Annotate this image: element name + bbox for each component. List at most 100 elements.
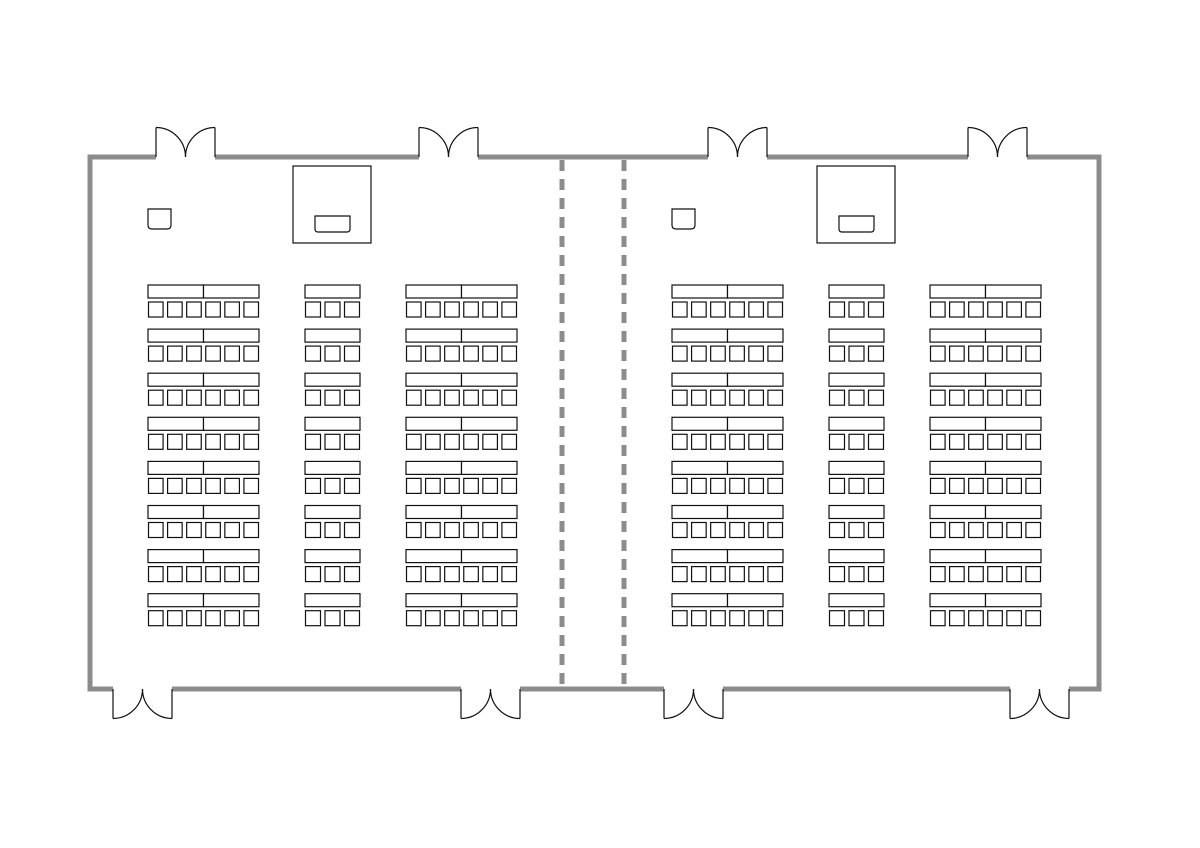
chair — [968, 477, 984, 494]
small-stand — [147, 208, 172, 230]
chair — [444, 345, 460, 362]
chair — [1025, 477, 1042, 494]
door-swing-arc — [460, 688, 492, 720]
seating-row — [929, 416, 1042, 450]
chair — [867, 565, 885, 583]
door-swing-arc — [112, 688, 144, 720]
chair — [224, 433, 241, 450]
chair — [828, 345, 846, 362]
chair — [690, 477, 707, 494]
chair — [929, 521, 946, 539]
chair — [501, 389, 518, 406]
table — [726, 328, 784, 343]
seating-row — [304, 416, 361, 450]
table — [460, 416, 518, 431]
chair — [671, 345, 688, 362]
table — [828, 284, 885, 299]
chair — [828, 477, 846, 494]
table — [726, 372, 784, 387]
chair — [848, 565, 865, 583]
chair — [205, 345, 221, 362]
chair — [463, 521, 479, 539]
chair — [205, 301, 221, 318]
chair — [224, 345, 241, 362]
table — [405, 416, 463, 431]
table — [726, 593, 784, 608]
table — [929, 460, 987, 475]
seating-row — [929, 328, 1042, 362]
table — [202, 328, 260, 343]
chair — [867, 433, 885, 450]
chair — [243, 477, 260, 494]
chair — [304, 345, 322, 362]
chair — [848, 433, 865, 450]
chair — [1025, 610, 1042, 627]
chair — [948, 610, 965, 627]
table — [202, 416, 260, 431]
table — [460, 548, 518, 564]
chair — [343, 345, 361, 362]
table — [984, 548, 1042, 564]
seating-row — [671, 548, 784, 583]
chair — [748, 610, 765, 627]
table — [460, 504, 518, 520]
table — [304, 328, 361, 343]
table — [147, 460, 205, 475]
table — [147, 504, 205, 520]
chair — [828, 301, 846, 318]
chair — [501, 610, 518, 627]
seating-row — [304, 593, 361, 627]
chair — [444, 477, 460, 494]
door-swing-arc — [184, 126, 216, 158]
chair — [848, 389, 865, 406]
chair — [482, 433, 499, 450]
small-stand — [671, 208, 696, 230]
chair — [710, 301, 726, 318]
table — [405, 460, 463, 475]
chair — [710, 345, 726, 362]
chair — [690, 521, 707, 539]
table — [202, 593, 260, 608]
chair — [424, 389, 441, 406]
seating-row — [828, 284, 885, 318]
table — [147, 284, 205, 299]
chair — [987, 301, 1003, 318]
chair — [444, 521, 460, 539]
table — [671, 548, 729, 564]
table — [147, 416, 205, 431]
chair — [186, 477, 202, 494]
chair — [147, 433, 164, 450]
chair — [767, 610, 784, 627]
chair — [1006, 345, 1023, 362]
chair — [948, 477, 965, 494]
furniture — [147, 165, 1042, 627]
chair — [304, 433, 322, 450]
chair — [405, 433, 422, 450]
chair — [767, 389, 784, 406]
door-swing-arc — [1038, 688, 1070, 720]
table — [405, 328, 463, 343]
seating-row — [929, 504, 1042, 539]
table — [671, 328, 729, 343]
chair — [867, 301, 885, 318]
chair — [1006, 521, 1023, 539]
seating-row — [405, 504, 518, 539]
seating-row — [405, 593, 518, 627]
room-right — [671, 165, 1042, 627]
table — [929, 416, 987, 431]
chair — [343, 610, 361, 627]
chair — [343, 477, 361, 494]
chair — [867, 521, 885, 539]
chair — [482, 389, 499, 406]
chair — [1006, 477, 1023, 494]
chair — [463, 610, 479, 627]
chair — [166, 610, 183, 627]
chair — [671, 433, 688, 450]
table — [304, 416, 361, 431]
table — [671, 504, 729, 520]
chair — [424, 301, 441, 318]
door-swing-arc — [707, 126, 739, 158]
door-swing-arc — [489, 688, 521, 720]
chair — [748, 477, 765, 494]
